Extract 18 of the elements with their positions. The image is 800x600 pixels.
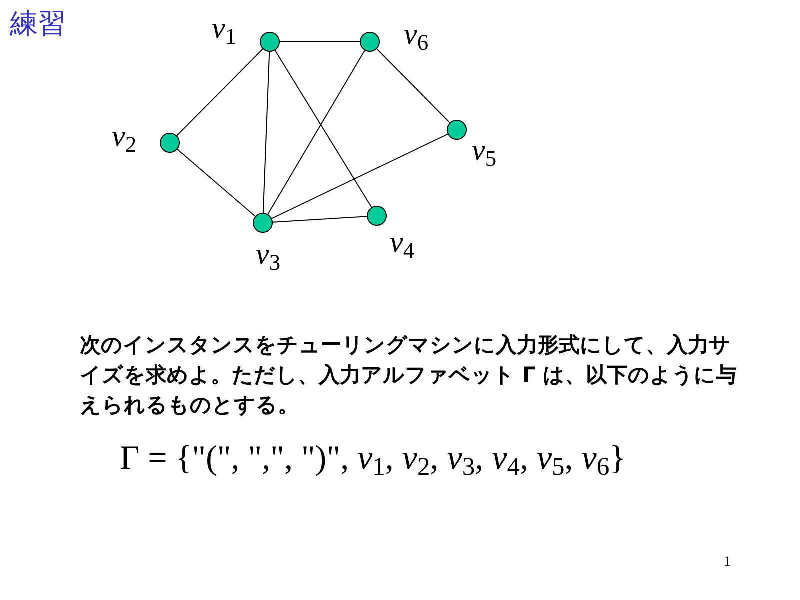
vertex-label: v$_{4}$	[390, 228, 415, 258]
graph-edge	[272, 216, 368, 223]
graph-edge	[177, 149, 256, 217]
graph-edge	[262, 52, 270, 214]
graph-edge	[268, 50, 366, 215]
vertex-label: v$_{6}$	[404, 20, 429, 50]
vertex-label: v$_{5}$	[472, 136, 497, 166]
graph-edge	[376, 48, 450, 124]
graph-edge	[176, 48, 264, 136]
instruction-paragraph: 次のインスタンスをチューリングマシンに入力形式にして、入力サイズを求めよ。ただし、入力アルファベット Γ は、以下のように与えられるものとする。	[80, 332, 738, 419]
vertex-label: v$_{1}$	[212, 14, 237, 44]
graph-edge	[272, 134, 448, 220]
vertex-label: v$_{2}$	[112, 122, 137, 152]
page-number: 1	[724, 554, 731, 572]
vertex-label: v$_{3}$	[256, 240, 281, 270]
slide-title: 練習	[10, 10, 66, 38]
alphabet-formula: Γ = {"(", ",", ")", v$_{1}$, v$_{2}$, v$_{3}$, v$_{4}$, v$_{5}$, v$_{6}$}	[120, 442, 626, 476]
graph-edge	[274, 50, 372, 208]
